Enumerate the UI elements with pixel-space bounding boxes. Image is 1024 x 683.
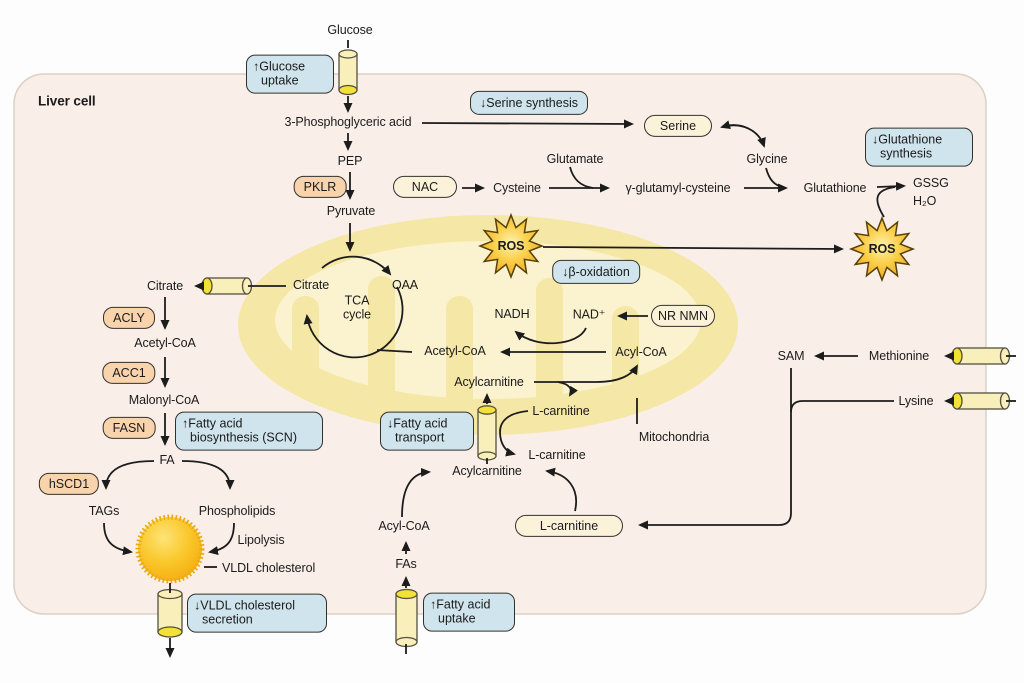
label-sam: SAM [777, 349, 805, 363]
label-lysine: Lysine [898, 394, 934, 408]
label-mitochondria: Mitochondria [638, 430, 710, 444]
label-nadh: NADH [494, 307, 530, 321]
label-fa: FA [159, 453, 175, 467]
fatty-acid-transporter [395, 588, 418, 648]
label-glutamate: Glutamate [546, 152, 604, 166]
label-l-carnitine-mito: L-carnitine [532, 404, 590, 418]
pathway-arrows [101, 40, 1016, 658]
label-phospholipids: Phospholipids [198, 504, 276, 518]
label-l-carnitine-cytosol: L-carnitine [528, 448, 586, 462]
annotation-serine-synthesis: ↓Serine synthesis [470, 90, 588, 116]
label-tca-cycle: TCA cycle [343, 293, 371, 321]
label-3-phosphoglyceric-acid: 3-Phosphoglyceric acid [284, 115, 412, 129]
label-acetyl-coa-cytosol: Acetyl-CoA [134, 336, 196, 350]
annotation-fatty-acid-transport: ↓Fatty acid transport [380, 411, 474, 451]
label-fas: FAs [395, 557, 417, 571]
label-h2o: H₂O [913, 194, 937, 208]
vldl-transporter [157, 588, 183, 638]
label-pyruvate: Pyruvate [326, 204, 376, 218]
ros-starburst-mito [477, 212, 545, 280]
enzyme-pklr: PKLR [293, 175, 347, 199]
methionine-transporter [951, 347, 1011, 365]
label-acylcarnitine-cytosol: Acylcarnitine [452, 464, 522, 478]
agent-nac: NAC [393, 175, 457, 199]
label-citrate-cytosol: Citrate [146, 279, 184, 293]
agent-l-carnitine: L-carnitine [515, 514, 623, 538]
acylcarnitine-transporter [477, 405, 497, 461]
label-oaa: OAA [391, 278, 419, 292]
enzyme-hscd1: hSCD1 [38, 472, 100, 496]
label-ros-mito: ROS [497, 239, 525, 253]
enzyme-fasn: FASN [102, 416, 156, 440]
label-gssg: GSSG [913, 176, 949, 190]
enzyme-acc1: ACC1 [102, 361, 156, 385]
citrate-transporter [201, 277, 253, 295]
label-gamma-glutamyl-cysteine: γ-glutamyl-cysteine [625, 181, 731, 195]
annotation-glutathione-synthesis: ↓Glutathione synthesis [865, 127, 973, 167]
ros-starburst-cytosol [848, 215, 916, 283]
label-acylcarnitine-mito: Acylcarnitine [454, 375, 524, 389]
annotation-glucose-uptake: ↑Glucose uptake [246, 54, 334, 94]
label-methionine: Methionine [868, 349, 930, 363]
agent-serine: Serine [644, 114, 712, 138]
label-vldl-cholesterol: VLDL cholesterol [222, 561, 316, 575]
label-malonyl-coa: Malonyl-CoA [128, 393, 200, 407]
label-acyl-coa-mito: Acyl-CoA [615, 345, 667, 359]
label-lipolysis: Lipolysis [237, 533, 285, 547]
label-pep: PEP [337, 154, 363, 168]
label-glycine: Glycine [746, 152, 788, 166]
glucose-transporter [338, 49, 358, 96]
label-citrate-mito: Citrate [292, 278, 330, 292]
annotation-fatty-acid-biosynthesis: ↑Fatty acid biosynthesis (SCN) [175, 411, 323, 451]
cell-title: Liver cell [38, 93, 96, 109]
label-ros-cytosol: ROS [868, 242, 896, 256]
annotation-beta-oxidation: ↓β-oxidation [552, 259, 640, 285]
lysine-transporter [951, 392, 1011, 410]
label-acyl-coa-cytosol: Acyl-CoA [378, 519, 430, 533]
label-glutathione: Glutathione [803, 181, 867, 195]
enzyme-acly: ACLY [103, 306, 155, 330]
label-nad-plus: NAD⁺ [572, 307, 606, 322]
vldl-particle [135, 514, 205, 584]
agent-nr-nmn: NR NMN [651, 304, 715, 328]
annotation-vldl-secretion: ↓VLDL cholesterol secretion [187, 593, 327, 633]
label-acetyl-coa-mito: Acetyl-CoA [424, 344, 486, 358]
label-glucose: Glucose [327, 23, 373, 37]
annotation-fatty-acid-uptake: ↑Fatty acid uptake [423, 592, 515, 632]
label-tags: TAGs [88, 504, 120, 518]
label-cysteine: Cysteine [493, 181, 541, 195]
